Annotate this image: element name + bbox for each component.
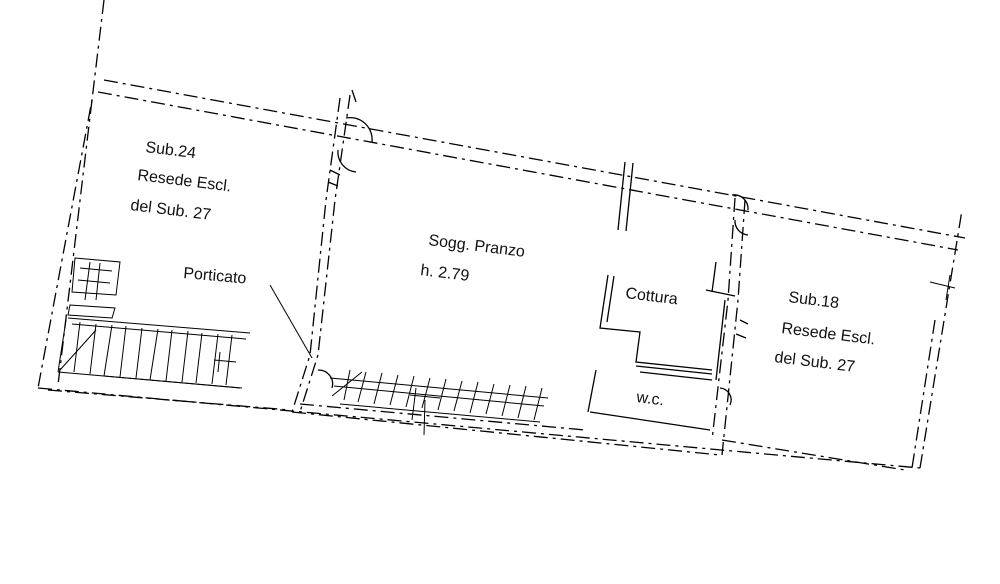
wc-walls: [587, 365, 713, 431]
wc-label: w.c.: [635, 389, 665, 409]
soggiorno-label: Sogg. Pranzo: [428, 232, 526, 261]
sub24-title: Sub.24: [145, 139, 198, 162]
lot-boundary: [37, 0, 963, 469]
sub18-line1: Resede Escl.: [781, 320, 877, 348]
door-symbols: [317, 89, 749, 406]
wall-openings: [327, 161, 749, 339]
sub18-line2: del Sub. 27: [774, 349, 857, 376]
sub24-line1: Resede Escl.: [137, 167, 233, 195]
cottura-label: Cottura: [625, 285, 679, 308]
porch-left-railing: [57, 257, 251, 389]
sub24-line2: del Sub. 27: [130, 197, 213, 224]
kitchen-walls: [599, 261, 736, 381]
north-wall: [97, 79, 966, 251]
height-label: h. 2.79: [420, 262, 471, 285]
room-labels: Sub.24 Resede Escl. del Sub. 27 Porticat…: [130, 139, 877, 409]
porticato-railing: [269, 284, 549, 436]
porticato-label: Porticato: [183, 265, 247, 287]
sub18-title: Sub.18: [788, 289, 841, 312]
sub24-area-boundary: [47, 99, 291, 411]
sub18-area-details: [929, 274, 956, 301]
